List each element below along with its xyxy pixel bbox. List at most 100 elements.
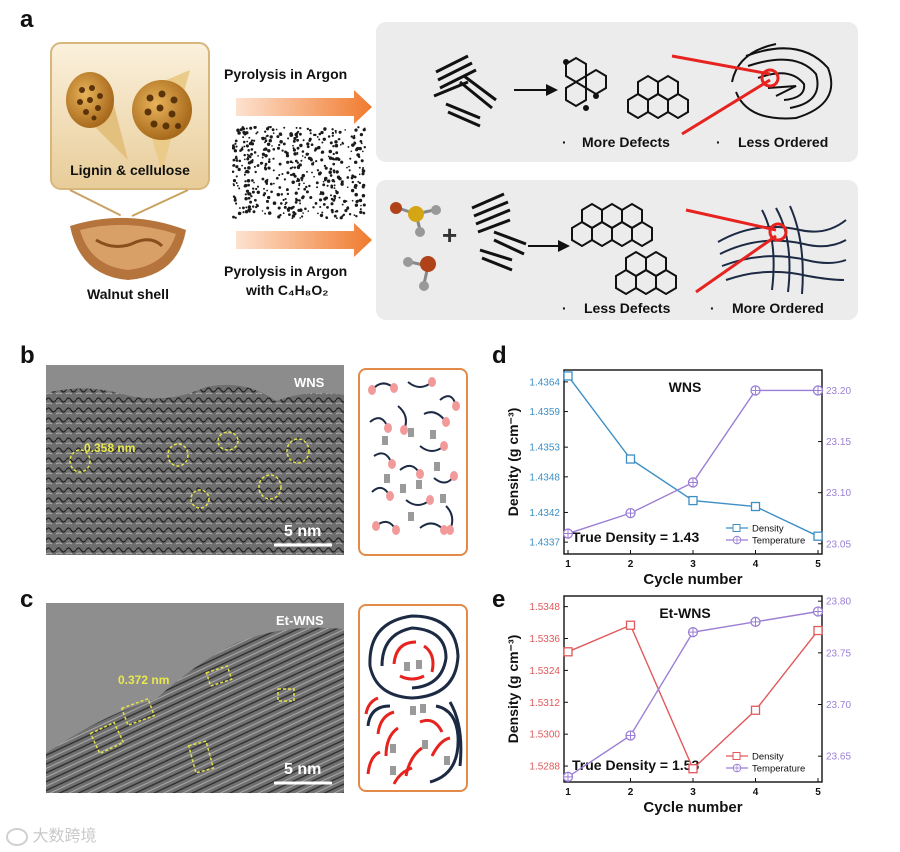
- particle-dot: [319, 205, 322, 209]
- particle-dot: [338, 130, 342, 134]
- particle-dot: [351, 180, 354, 184]
- particle-dot: [255, 132, 258, 135]
- particle-dot: [345, 200, 348, 203]
- particle-dot: [296, 161, 299, 164]
- particle-dot: [290, 206, 294, 210]
- marker-plus: [688, 627, 698, 637]
- particle-dot: [233, 196, 237, 200]
- series-point: [562, 771, 574, 782]
- particle-dot: [286, 160, 290, 164]
- particle-dot: [360, 159, 364, 163]
- particle-dot: [342, 213, 346, 216]
- particle-dot: [289, 160, 293, 164]
- watermark-logo-icon: [6, 827, 28, 846]
- particle-dot: [244, 210, 249, 214]
- legend-label: Temperature: [752, 536, 805, 547]
- particle-dot: [293, 136, 297, 141]
- particle-dot: [351, 174, 355, 179]
- particle-dot: [319, 193, 322, 196]
- particle-dot: [296, 151, 299, 154]
- particle-dot: [266, 134, 269, 137]
- particle-dot: [323, 197, 327, 201]
- particle-dot: [251, 179, 254, 182]
- y-tick-label: 1.5348: [529, 602, 560, 613]
- particle-dot: [237, 167, 241, 172]
- particle-dot: [308, 139, 311, 142]
- particle-dot: [344, 209, 348, 213]
- particle-dot: [272, 157, 275, 160]
- chart-title: Et-WNS: [659, 605, 710, 621]
- particle-dot: [282, 212, 285, 215]
- particle-dot: [352, 136, 356, 140]
- particle-dot: [350, 135, 353, 138]
- particle-dot: [322, 203, 326, 206]
- particle-dot: [361, 150, 364, 153]
- particle-dot: [232, 146, 236, 150]
- legend-marker-plus: [733, 764, 741, 772]
- particle-dot: [296, 146, 300, 150]
- particle-dot: [264, 137, 267, 140]
- series-point: [563, 371, 573, 381]
- particle-dot: [329, 174, 333, 177]
- particle-dot: [238, 159, 242, 163]
- particle-dot: [362, 166, 365, 170]
- particle-dot: [235, 159, 239, 162]
- series-point: [750, 705, 761, 715]
- particle-dot: [304, 207, 307, 211]
- particle-dot: [237, 131, 241, 135]
- particle-dot: [312, 133, 316, 137]
- marker-plus: [751, 385, 760, 395]
- particle-dot: [320, 150, 325, 154]
- particle-dot: [256, 185, 260, 188]
- particle-dot: [269, 126, 272, 129]
- bottom-bullet-1: Less Defects: [584, 300, 671, 316]
- particle-dot: [247, 205, 252, 209]
- particle-dot: [247, 196, 251, 200]
- x-tick-label: 1: [565, 559, 571, 570]
- particle-dot: [326, 179, 331, 183]
- particle-dot: [276, 135, 280, 139]
- particle-dot: [293, 139, 296, 143]
- wns-d-spacing-label: 0.358 nm: [84, 441, 136, 455]
- top-bullet-1: More Defects: [582, 134, 670, 150]
- particle-dot: [244, 193, 247, 196]
- particle-dot: [340, 182, 344, 186]
- particle-dot: [280, 202, 283, 205]
- et-wns-d-spacing-label: 0.372 nm: [118, 673, 170, 687]
- particle-cloud: [232, 126, 366, 220]
- particle-dot: [354, 203, 359, 207]
- legend-label: Density: [752, 524, 784, 535]
- particle-dot: [327, 155, 330, 158]
- marker-plus: [626, 731, 635, 740]
- legend-marker-plus: [733, 536, 741, 544]
- walnut-shell-icon: [70, 217, 186, 280]
- particle-dot: [243, 132, 247, 136]
- route2-label-line1: Pyrolysis in Argon: [224, 263, 348, 279]
- particle-dot: [275, 128, 278, 131]
- particle-dot: [322, 183, 326, 187]
- particle-dot: [265, 199, 270, 203]
- particle-dot: [266, 189, 269, 192]
- particle-dot: [267, 211, 272, 215]
- particle-dot: [334, 140, 338, 144]
- particle-dot: [249, 126, 253, 130]
- particle-dot: [232, 178, 237, 183]
- walnut-shell-figure: Walnut shell: [66, 212, 190, 308]
- particle-dot: [300, 176, 304, 180]
- particle-dot: [266, 178, 269, 182]
- particle-dot: [264, 130, 267, 133]
- particle-dot: [284, 197, 287, 201]
- particle-dot: [357, 126, 360, 129]
- particle-dot: [271, 128, 275, 132]
- particle-dot: [314, 147, 318, 151]
- particle-dot: [358, 166, 361, 169]
- particle-dot: [295, 126, 298, 129]
- particle-dot: [292, 205, 295, 208]
- particle-dot: [295, 180, 298, 182]
- particle-dot: [294, 191, 298, 195]
- lignin-cellulose-illustration: [50, 42, 210, 190]
- particle-dot: [302, 139, 305, 142]
- particle-dot: [341, 203, 344, 206]
- panel-b-letter: b: [20, 342, 35, 369]
- particle-dot: [244, 196, 248, 201]
